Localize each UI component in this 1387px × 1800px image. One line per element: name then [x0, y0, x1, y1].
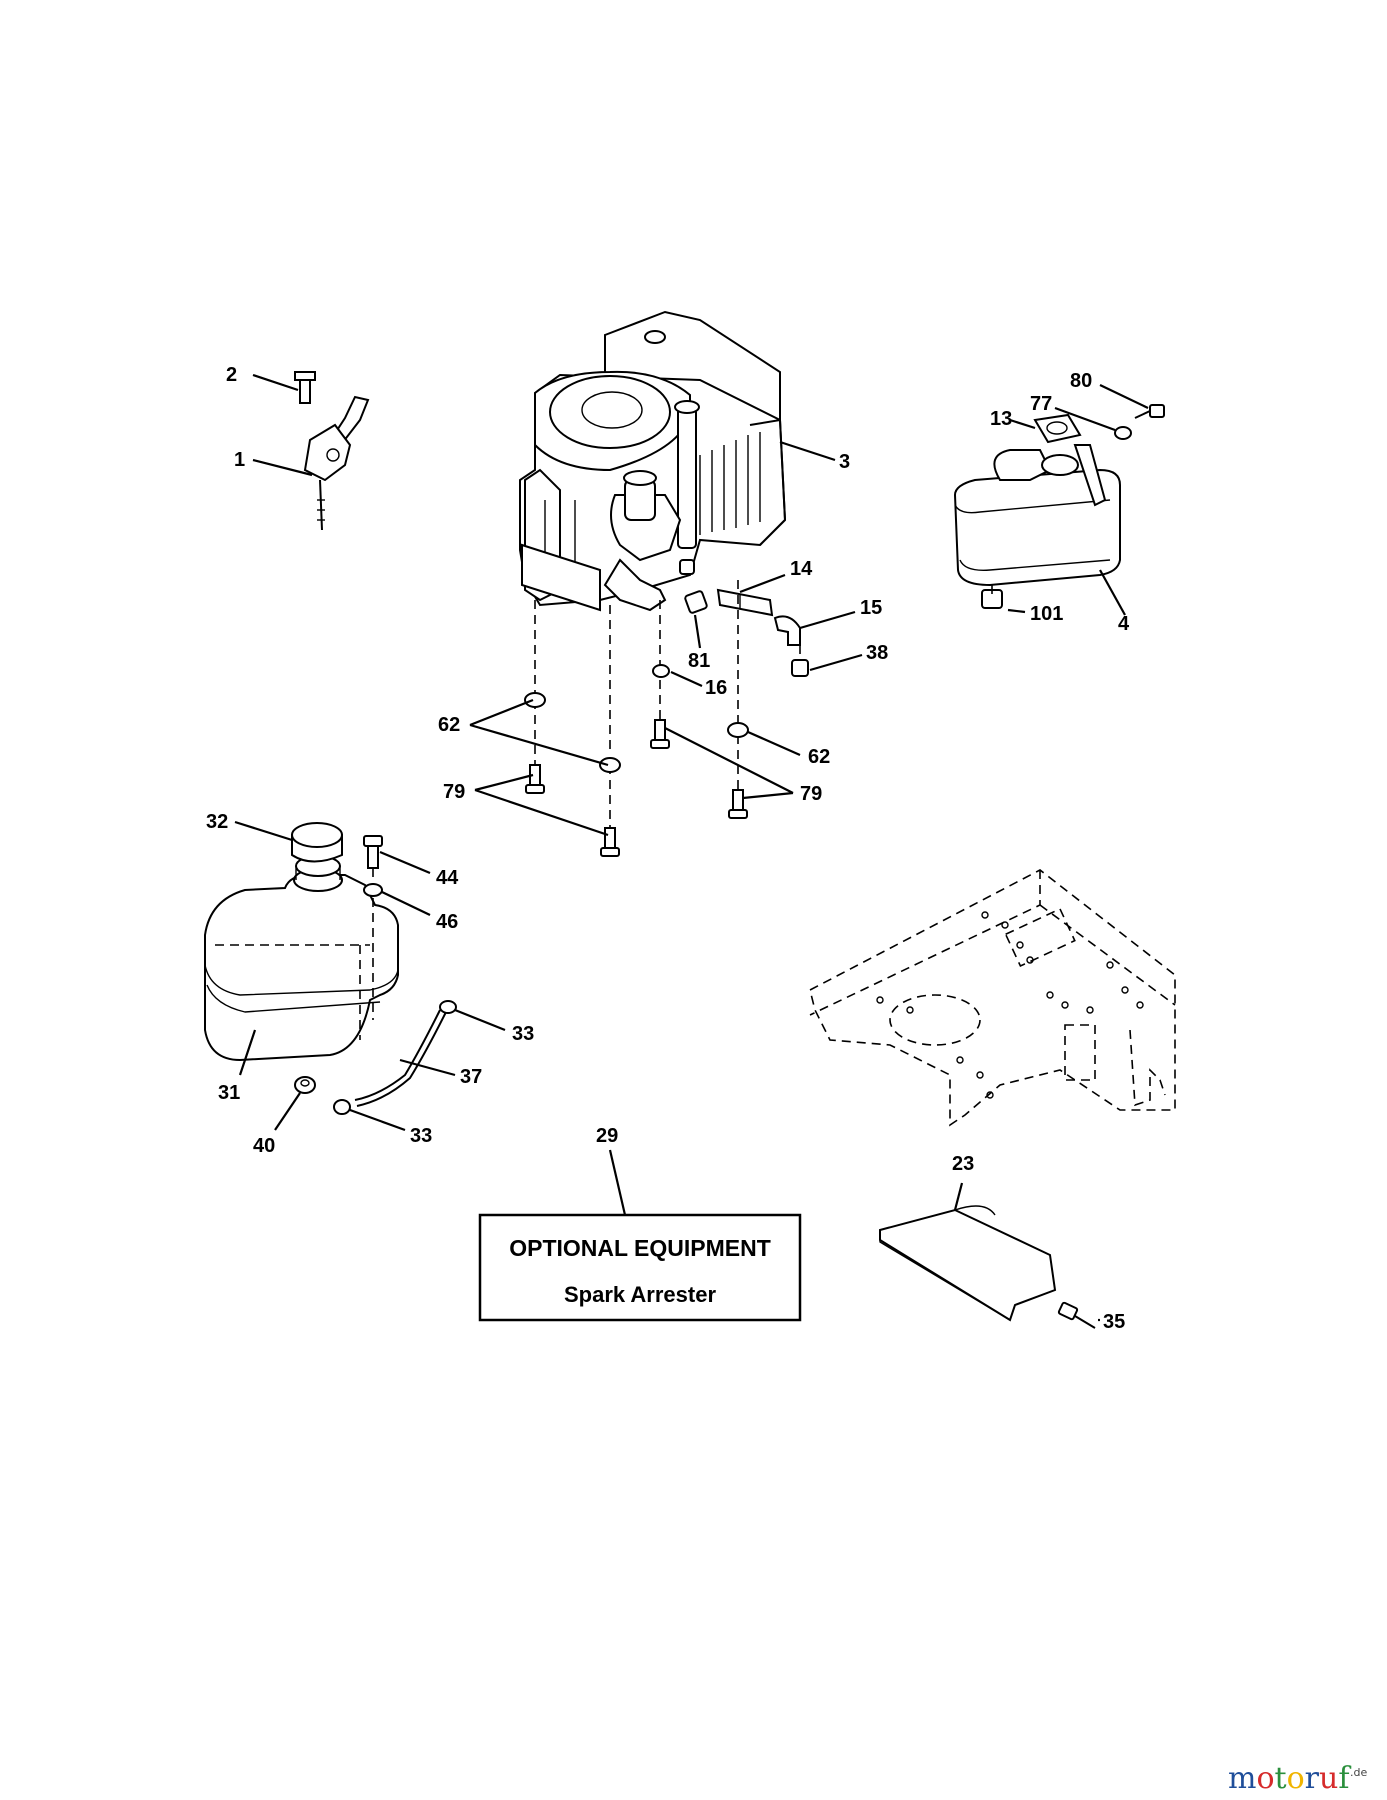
- callout-labels: 2 1 3 4 13 77 80 101 14 15 38 16 81 62 6…: [206, 364, 1130, 1333]
- callout-80: 80: [1070, 370, 1092, 392]
- callout-31: 31: [218, 1082, 240, 1104]
- watermark-letter: m: [1228, 1761, 1256, 1796]
- callout-33-top: 33: [512, 1023, 534, 1045]
- svg-text:motoruf: motoruf: [1228, 1761, 1351, 1796]
- callout-14: 14: [790, 558, 813, 580]
- callout-62-left: 62: [438, 714, 460, 736]
- callout-79-left: 79: [443, 781, 465, 803]
- callout-13: 13: [990, 408, 1012, 430]
- engine-assembly: [519, 310, 787, 612]
- callout-40: 40: [253, 1135, 275, 1157]
- callout-44: 44: [436, 867, 459, 889]
- fuel-fittings: [652, 588, 809, 678]
- throttle-control-part: [294, 371, 370, 531]
- watermark-letter: u: [1319, 1761, 1338, 1796]
- callout-29: 29: [596, 1125, 618, 1147]
- muffler-part: [953, 404, 1165, 609]
- callout-16: 16: [705, 677, 727, 699]
- callout-37: 37: [460, 1066, 482, 1088]
- heat-shield-part: [879, 1205, 1096, 1329]
- callout-23: 23: [952, 1153, 974, 1175]
- optional-equipment-subtitle: Spark Arrester: [564, 1282, 716, 1307]
- callout-3: 3: [839, 451, 850, 473]
- callout-35: 35: [1103, 1311, 1125, 1333]
- optional-equipment-box: OPTIONAL EQUIPMENT Spark Arrester: [478, 1213, 802, 1322]
- optional-equipment-title: OPTIONAL EQUIPMENT: [509, 1235, 771, 1261]
- callout-1: 1: [234, 449, 245, 471]
- callout-62-right: 62: [808, 746, 830, 768]
- callout-46: 46: [436, 911, 458, 933]
- callout-101: 101: [1030, 603, 1063, 625]
- leader-lines: [234, 373, 1149, 1322]
- callout-33-bottom: 33: [410, 1125, 432, 1147]
- callout-4: 4: [1118, 613, 1130, 635]
- frame-reference: [809, 869, 1176, 1127]
- watermark-letter: t: [1275, 1761, 1287, 1796]
- callout-15: 15: [860, 597, 882, 619]
- callout-38: 38: [866, 642, 888, 664]
- callout-77: 77: [1030, 393, 1052, 415]
- callout-79-right: 79: [800, 783, 822, 805]
- watermark-letter: o: [1256, 1761, 1274, 1796]
- watermark-letter: f: [1338, 1761, 1351, 1796]
- motoruf-logo: motoruf .de: [1228, 1761, 1367, 1796]
- watermark-suffix: .de: [1350, 1766, 1367, 1779]
- callout-32: 32: [206, 811, 228, 833]
- engine-mount-hardware: [524, 580, 749, 857]
- callout-2: 2: [226, 364, 237, 386]
- watermark-letter: o: [1287, 1761, 1305, 1796]
- callout-81: 81: [688, 650, 710, 672]
- fuel-tank-part: [204, 822, 457, 1115]
- watermark-letter: r: [1305, 1761, 1320, 1796]
